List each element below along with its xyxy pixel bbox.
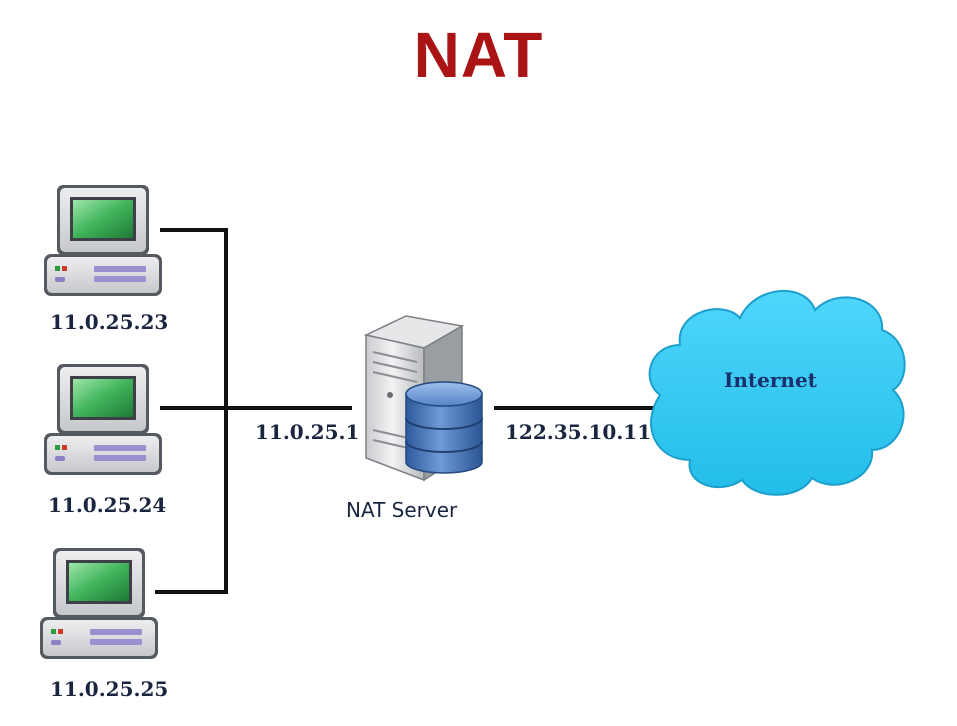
database-icon bbox=[405, 381, 483, 474]
internet-cloud-icon bbox=[648, 289, 906, 496]
server-outside-ip-label: 122.35.10.11 bbox=[505, 420, 652, 444]
diagram-title: NAT bbox=[413, 19, 544, 91]
server-inside-ip-label: 11.0.25.1 bbox=[255, 420, 360, 444]
host-ip-label: 11.0.25.25 bbox=[50, 677, 169, 701]
server-label: NAT Server bbox=[346, 498, 458, 522]
host-computer-icon bbox=[40, 548, 158, 659]
host-ip-label: 11.0.25.24 bbox=[48, 493, 167, 517]
internet-label: Internet bbox=[724, 368, 817, 392]
host-ip-label: 11.0.25.23 bbox=[50, 310, 169, 334]
host-computer-icon bbox=[44, 185, 162, 296]
host-computer-icon bbox=[44, 364, 162, 475]
